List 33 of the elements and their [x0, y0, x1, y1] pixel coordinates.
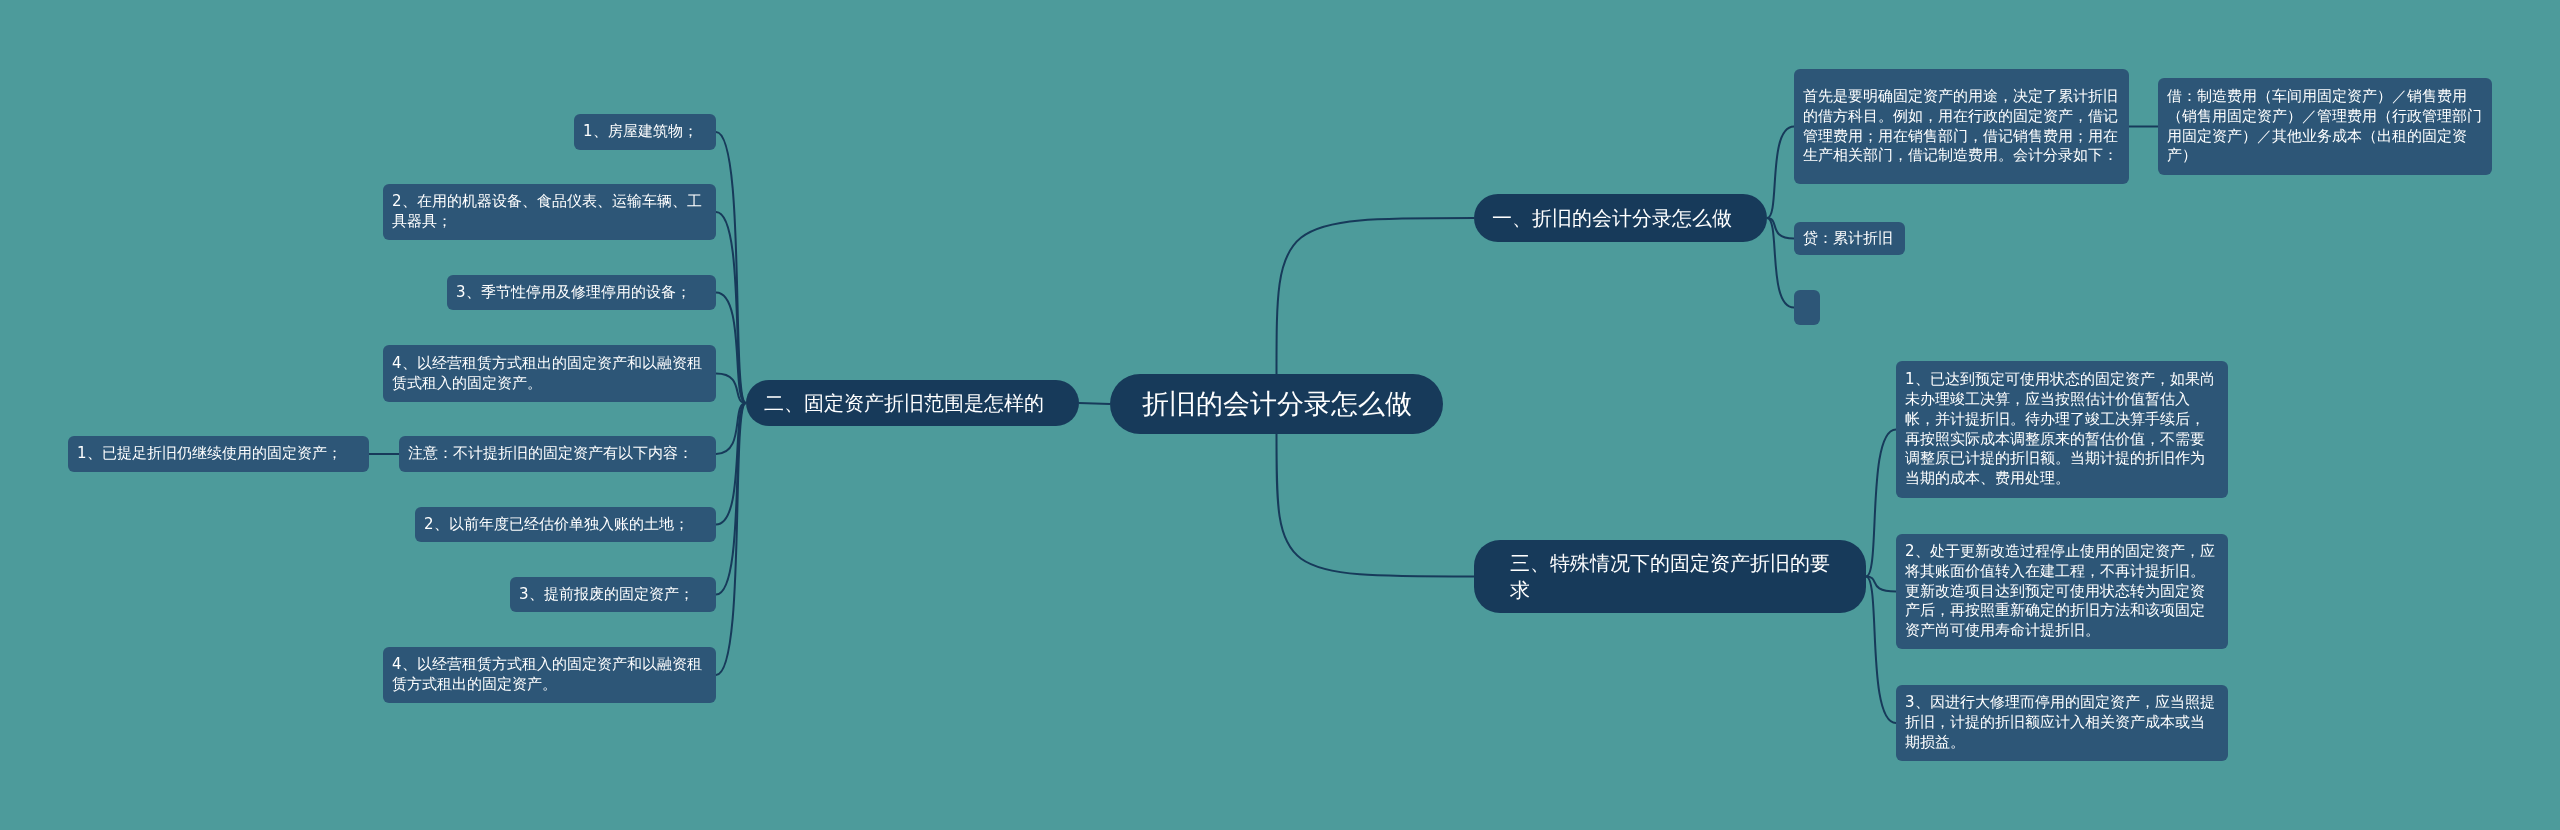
topic-box: 2、以前年度已经估价单独入账的土地；: [415, 507, 716, 542]
connector-line: [1766, 125, 1795, 219]
topic-box: 3、提前报废的固定资产；: [510, 577, 716, 612]
connector-line: [1766, 217, 1795, 240]
topic-box: 贷：累计折旧: [1794, 222, 1905, 255]
connector-line: [2128, 125, 2159, 128]
connector-line: [1275, 433, 1475, 578]
connector-line: [715, 402, 747, 676]
connector-line: [1865, 575, 1897, 724]
topic-box: 1、房屋建筑物；: [574, 114, 716, 150]
branch-topic: 二、固定资产折旧范围是怎样的: [746, 380, 1079, 426]
topic-box: 4、以经营租赁方式租出的固定资产和以融资租赁式租入的固定资产。: [383, 345, 716, 402]
connector-line: [715, 131, 747, 404]
connector-line: [1275, 217, 1475, 375]
branch-topic: 三、特殊情况下的固定资产折旧的要求: [1474, 540, 1866, 613]
topic-box: 首先是要明确固定资产的用途，决定了累计折旧的借方科目。例如，用在行政的固定资产，借记管理费用；用在销售部门，借记销售费用；用在生产相关部门，借记制造费用。会计分录如下：: [1794, 69, 2129, 184]
topic-box: 借：制造费用（车间用固定资产）／销售费用（销售用固定资产）／管理费用（行政管理部门用固定资产）／其他业务成本（出租的固定资产）: [2158, 78, 2492, 175]
central-topic: 折旧的会计分录怎么做: [1110, 374, 1443, 434]
connector-line: [1865, 575, 1897, 593]
branch-topic: 一、折旧的会计分录怎么做: [1474, 194, 1767, 242]
topic-box: 3、季节性停用及修理停用的设备；: [447, 275, 716, 310]
topic-box: 3、因进行大修理而停用的固定资产，应当照提折旧，计提的折旧额应计入相关资产成本或当期损益。: [1896, 685, 2228, 761]
topic-box: 注意：不计提折旧的固定资产有以下内容：: [399, 436, 716, 472]
topic-box: 4、以经营租赁方式租入的固定资产和以融资租赁方式租出的固定资产。: [383, 647, 716, 703]
connector-line: [1865, 428, 1897, 578]
connector-line: [1766, 217, 1795, 309]
topic-box: 2、处于更新改造过程停止使用的固定资产，应将其账面价值转入在建工程，不再计提折旧。更新改造项目达到预定可使用状态转为固定资产后，再按照重新确定的折旧方法和该项固定资产尚可使用寿命计提折旧。: [1896, 534, 2228, 649]
topic-box: 2、在用的机器设备、食品仪表、运输车辆、工具器具；: [383, 184, 716, 240]
connector-line: [368, 453, 400, 455]
connector-line: [1078, 402, 1111, 405]
empty-box: [1794, 290, 1820, 325]
topic-box: 1、已达到预定可使用状态的固定资产，如果尚未办理竣工决算，应当按照估计价值暂估入帐，并计提折旧。待办理了竣工决算手续后，再按照实际成本调整原来的暂估价值，不需要调整原已计提的折旧额。当期计提的折旧作为当期的成本、费用处理。: [1896, 361, 2228, 498]
topic-box: 1、已提足折旧仍继续使用的固定资产；: [68, 436, 369, 472]
